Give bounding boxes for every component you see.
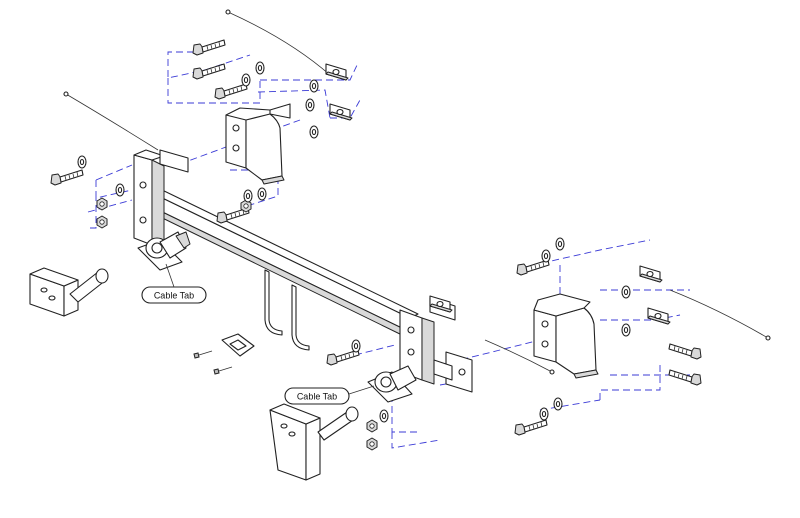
- cable-tab-callout-left: Cable Tab: [141, 263, 207, 304]
- cable-plate: [221, 333, 255, 357]
- cable-tab-callout-right: Cable Tab: [284, 385, 375, 405]
- lower-left-bracket: [29, 267, 109, 317]
- lower-middle-bracket: [269, 403, 359, 481]
- cable-tab-label-left: Cable Tab: [154, 291, 194, 301]
- left-cable-tab-clamp: [137, 231, 191, 271]
- right-angle-bracket: [533, 293, 599, 379]
- safety-cables: [63, 9, 771, 375]
- cable-tab-label-right: Cable Tab: [297, 392, 337, 402]
- small-tabs: [325, 63, 671, 325]
- crossbar: [145, 187, 419, 351]
- upper-left-angle-bracket: [225, 103, 291, 185]
- left-bar-bracket: [133, 149, 189, 251]
- right-cable-tab-clamp: [367, 365, 417, 403]
